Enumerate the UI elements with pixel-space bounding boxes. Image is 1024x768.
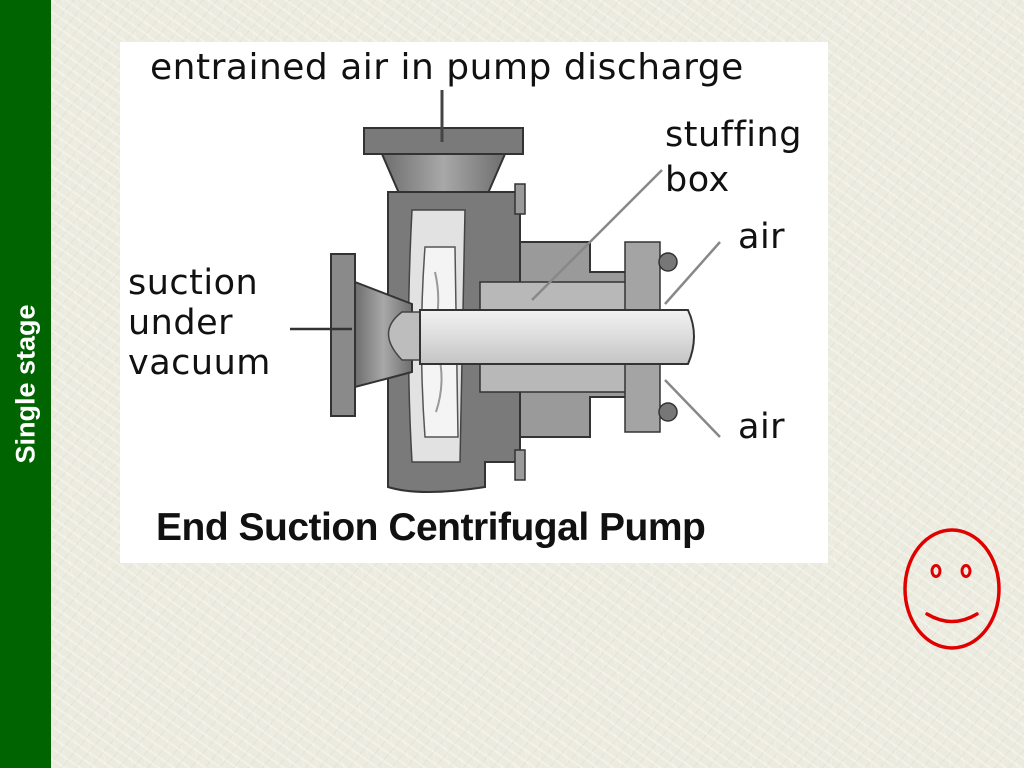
casing-bolt-top [514, 183, 526, 215]
pump-diagram: entrained air in pump discharge stuffing… [120, 42, 828, 563]
suction-nozzle [354, 280, 413, 389]
label-box: box [665, 160, 730, 200]
label-air-bottom: air [738, 407, 786, 447]
stuffing-box-upper [479, 281, 636, 311]
side-bar: Single stage [0, 0, 51, 768]
smiley-face-icon [903, 528, 1001, 650]
suction-flange [330, 253, 356, 417]
label-suction: suction [128, 263, 259, 303]
leader-air-top [664, 241, 721, 305]
label-air-top: air [738, 217, 786, 257]
impeller-eye [387, 311, 421, 361]
pump-drawing [290, 90, 721, 493]
casing-bolt-bottom [514, 449, 526, 481]
diagram-caption: End Suction Centrifugal Pump [156, 506, 706, 549]
leader-air-bottom [664, 379, 721, 438]
pump-shaft [419, 309, 695, 365]
leader-stuffing-box [531, 169, 663, 301]
gland-bolt-bottom [658, 402, 678, 422]
gland-upper [624, 241, 661, 311]
stuffing-box-lower [479, 363, 636, 393]
smiley-eye-right [960, 564, 972, 578]
smiley-eye-left [930, 564, 942, 578]
gland-lower [624, 363, 661, 433]
smiley-mouth [925, 612, 979, 624]
label-under: under [128, 303, 234, 343]
label-stuffing: stuffing [665, 115, 802, 155]
smiley-outline [903, 528, 1001, 650]
label-entrained-air: entrained air in pump discharge [150, 47, 744, 88]
label-vacuum: vacuum [128, 343, 271, 383]
slide-title: Single stage [10, 304, 41, 464]
gland-bolt-top [658, 252, 678, 272]
